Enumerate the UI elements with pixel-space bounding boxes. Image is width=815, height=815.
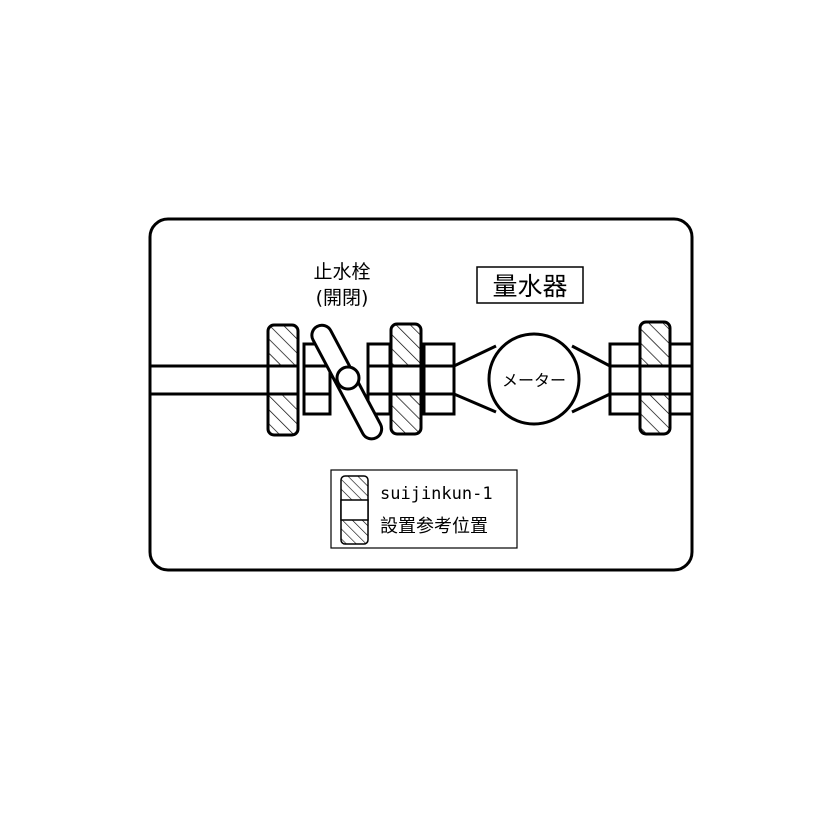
- stop-valve-sublabel: (開閉): [316, 287, 369, 309]
- legend-nut-swatch: [340, 475, 369, 545]
- meter-tapers: [453, 344, 611, 414]
- meter-label: メーター: [502, 371, 566, 390]
- water-meter: [487, 332, 581, 426]
- outlet-pipe: [668, 342, 694, 416]
- meter-box-title-frame: [476, 266, 584, 304]
- stop-valve-label: 止水栓: [313, 261, 370, 283]
- legend-line-2: 設置参考位置: [380, 516, 488, 537]
- stop-valve-handle: [310, 323, 384, 441]
- middle-union-nut: [389, 322, 423, 436]
- inlet-union-nut: [266, 323, 300, 437]
- outlet-union-nut: [638, 320, 672, 436]
- meter-inlet-connector: [422, 342, 456, 416]
- valve-body-right: [366, 342, 392, 416]
- valve-stem-circle: [335, 365, 361, 391]
- inlet-pipe: [150, 364, 270, 396]
- legend: suijinkun-1 設置参考位置: [330, 469, 518, 549]
- meter-outlet-connector: [608, 342, 642, 416]
- legend-line-1: suijinkun-1: [380, 484, 493, 504]
- meter-box-title: 量水器: [492, 272, 567, 301]
